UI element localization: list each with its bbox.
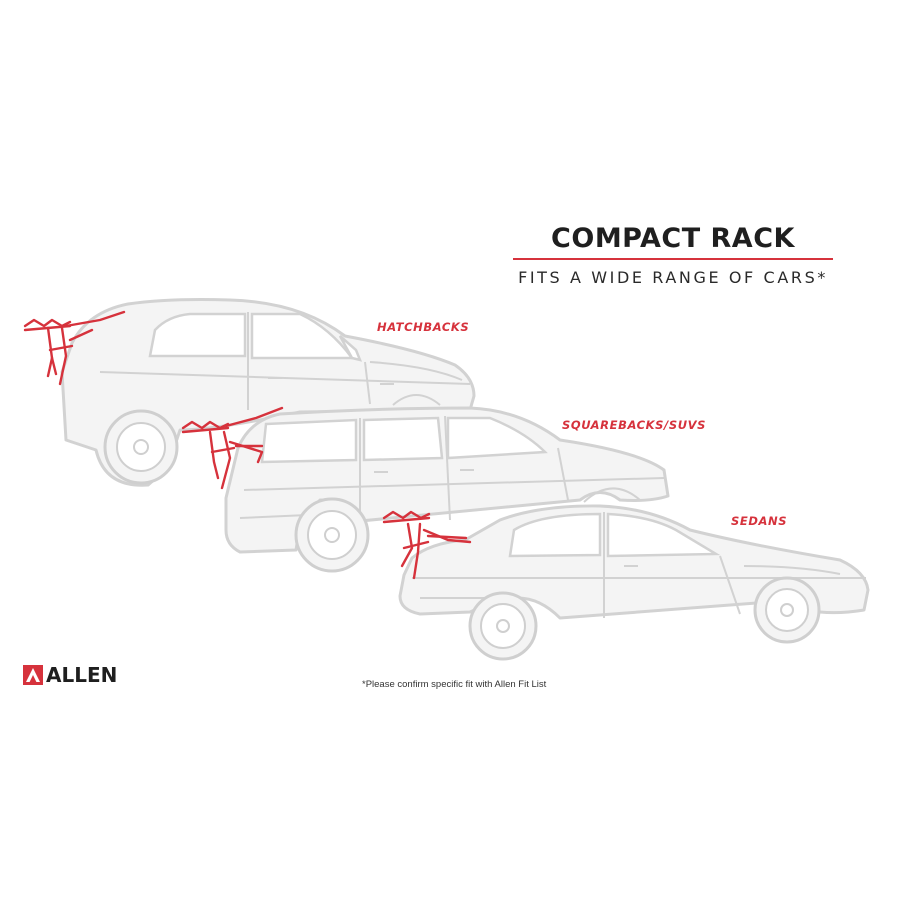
hatchback-car	[60, 298, 476, 487]
vehicle-label-squarebacks: SQUAREBACKS/SUVS	[562, 418, 707, 432]
title-divider	[513, 258, 833, 260]
bike-rack-icon	[382, 510, 472, 580]
bike-rack-icon	[23, 310, 126, 386]
page-subtitle: FITS A WIDE RANGE OF CARS*	[518, 268, 828, 287]
brand-name: ALLEN	[46, 663, 118, 687]
sedan-car	[398, 504, 870, 661]
fit-disclaimer: *Please confirm specific fit with Allen …	[362, 679, 547, 690]
vehicle-label-sedans: SEDANS	[731, 514, 788, 528]
bike-rack-icon	[181, 406, 284, 490]
vehicle-label-hatchbacks: HATCHBACKS	[377, 320, 470, 334]
brand-logo: ALLEN	[23, 665, 117, 685]
headline-block: COMPACT RACK FITS A WIDE RANGE OF CARS*	[513, 222, 833, 287]
page-title: COMPACT RACK	[551, 223, 795, 254]
squareback-car	[224, 406, 670, 573]
allen-logo-mark	[23, 665, 43, 685]
